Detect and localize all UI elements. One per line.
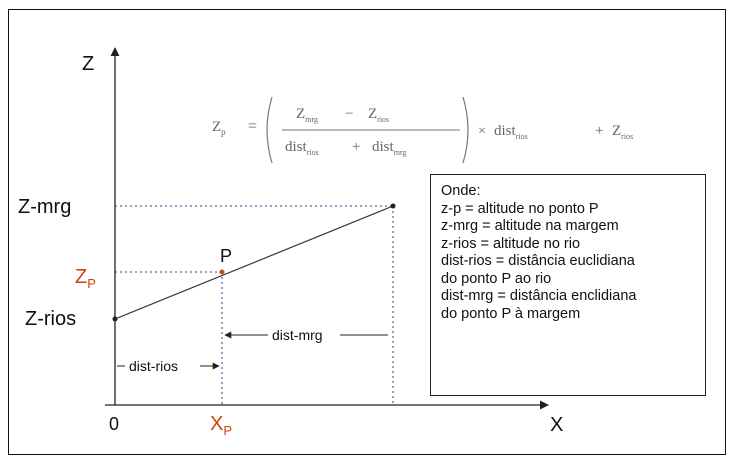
formula-left-paren	[266, 96, 273, 164]
formula-right-paren	[462, 96, 469, 164]
formula-add: Zrios	[612, 123, 633, 141]
z-p-label: ZP	[75, 266, 96, 291]
legend-line: z-mrg = altitude na margem	[441, 218, 619, 234]
origin-label: 0	[109, 414, 119, 434]
figure-frame	[8, 9, 726, 455]
formula-mul: distrios	[494, 123, 528, 141]
formula-den-b: distmrg	[372, 139, 406, 157]
legend-line: do ponto P à margem	[441, 305, 581, 322]
rios-point	[112, 316, 118, 322]
formula-num-b: Zrios	[368, 106, 389, 124]
formula-minus: −	[345, 106, 353, 122]
legend-line: z-p = altitude no ponto P	[441, 200, 599, 217]
formula-plus: +	[352, 139, 360, 155]
formula-num-a: Zmrg	[296, 106, 318, 124]
dist-mrg-label: dist-mrg	[272, 327, 323, 343]
formula-add-plus: +	[595, 123, 603, 139]
z-mrg-label: Z-mrg	[18, 196, 71, 218]
legend-line: do ponto P ao rio	[441, 270, 552, 287]
legend-line: Onde:	[441, 183, 481, 199]
formula-equals: =	[248, 118, 257, 135]
legend-line: z-rios = altitude no rio	[441, 235, 581, 252]
interpolation-line	[114, 205, 394, 320]
interpolation-formula: Zp = Zmrg − Zrios distrios + distmrg × d…	[212, 96, 633, 164]
legend-line: dist-mrg = distância enclidiana	[441, 288, 637, 304]
z-rios-label: Z-rios	[25, 308, 76, 330]
x-p-label: XP	[210, 413, 232, 438]
legend-line: dist-rios = distância euclidiana	[441, 253, 635, 269]
point-p	[219, 269, 225, 275]
formula-times: ×	[478, 124, 486, 139]
z-axis-label: Z	[82, 53, 94, 75]
x-axis-label: X	[550, 414, 563, 436]
formula-lhs: Zp	[212, 119, 226, 137]
dist-rios-label: dist-rios	[129, 358, 178, 374]
formula-den-a: distrios	[285, 139, 319, 157]
mrg-point	[390, 203, 396, 209]
legend-box: Onde: z-p = altitude no ponto P z-mrg = …	[430, 174, 706, 396]
point-p-label: P	[220, 246, 232, 266]
